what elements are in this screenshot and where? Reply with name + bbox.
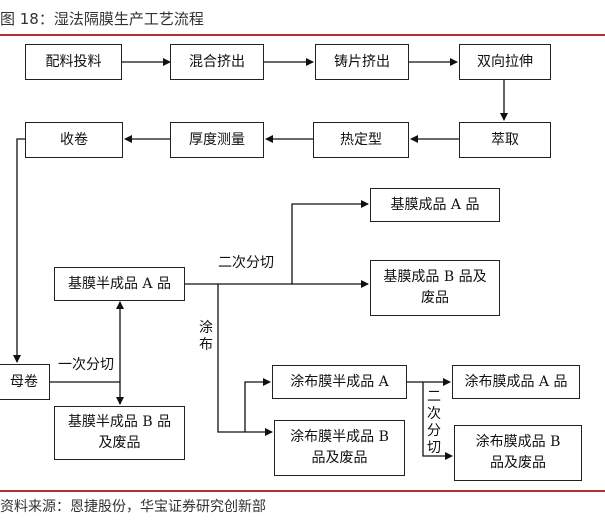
step-jimo-b-box: 基膜半成品 B 品 及废品 <box>54 406 185 460</box>
step-cheng-b-box: 基膜成品 B 品及 废品 <box>370 260 500 316</box>
step-tubu-cheng-b-box: 涂布膜成品 B 品及废品 <box>454 425 582 481</box>
step-jimo-a-box: 基膜半成品 A 品 <box>54 267 185 301</box>
step-reding-box: 热定型 <box>313 122 409 158</box>
step-houdu-box: 厚度测量 <box>170 122 264 158</box>
step-cuiqu-box: 萃取 <box>459 122 551 158</box>
top-divider <box>0 34 605 36</box>
step-shoujuan-box: 收卷 <box>25 122 123 158</box>
step-shuangxiang-box: 双向拉伸 <box>459 44 551 80</box>
step-zhupian-box: 铸片挤出 <box>315 44 409 80</box>
step-peiliao-box: 配料投料 <box>25 44 122 80</box>
step-cheng-a-box: 基膜成品 A 品 <box>370 188 500 222</box>
step-tubu-ban-a-box: 涂布膜半成品 A <box>272 365 407 399</box>
figure-source: 资料来源：恩捷股份，华宝证券研究创新部 <box>0 499 266 515</box>
figure-title: 图 18：湿法隔膜生产工艺流程 <box>0 10 204 28</box>
edge-label-yici: 一次分切 <box>58 357 114 373</box>
edge-label-tubu: 涂布 <box>199 320 213 353</box>
edge-label-erci-vertical: 二次分切 <box>427 389 441 456</box>
edge-label-erci: 二次分切 <box>218 255 274 271</box>
bottom-divider <box>0 490 605 492</box>
step-tubu-ban-b-box: 涂布膜半成品 B 品及废品 <box>274 420 405 476</box>
step-hunhe-box: 混合挤出 <box>170 44 264 80</box>
step-tubu-cheng-a-box: 涂布膜成品 A 品 <box>452 365 580 399</box>
step-mujuan-box: 母卷 <box>0 364 50 400</box>
